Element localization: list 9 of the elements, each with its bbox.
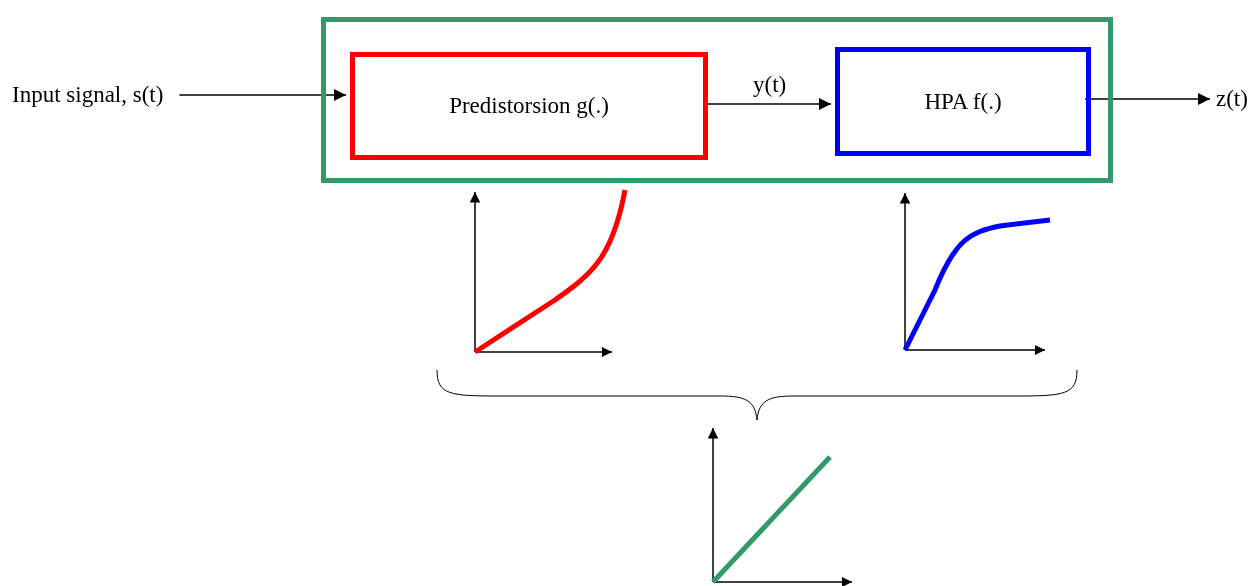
input-label: Input signal, s(t) bbox=[12, 82, 164, 108]
amplifier-block: HPA f(.) bbox=[835, 47, 1091, 156]
arrow bbox=[707, 98, 832, 110]
arrow bbox=[178, 89, 347, 101]
system-frame bbox=[321, 17, 1113, 183]
arrow bbox=[1084, 93, 1211, 105]
predistorter-block: Predistorsion g(.) bbox=[350, 52, 708, 160]
edge-label: y(t) bbox=[753, 72, 787, 98]
output-label: z(t) bbox=[1216, 86, 1248, 112]
